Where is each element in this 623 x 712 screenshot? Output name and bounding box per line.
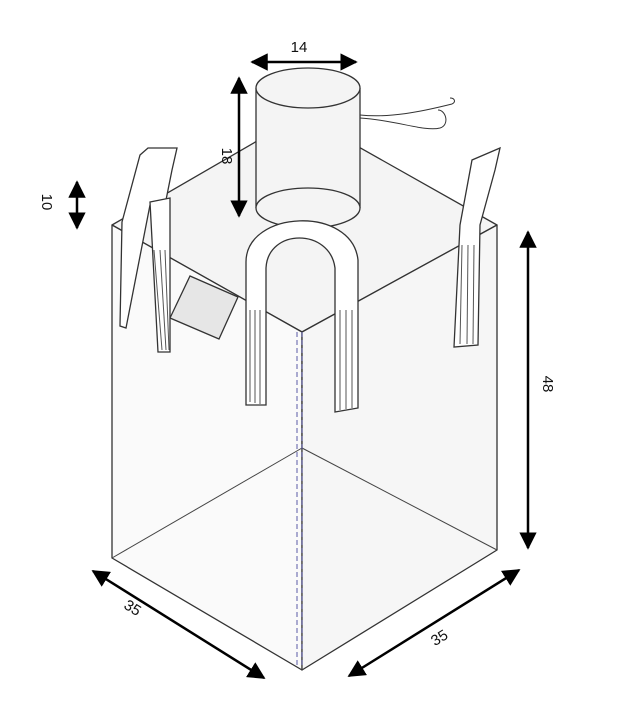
corner-seam xyxy=(296,332,303,668)
spout-height-label: 18 xyxy=(218,148,235,165)
bag-width-left-label: 35 xyxy=(121,597,144,620)
bag-height-label: 48 xyxy=(539,376,556,393)
bag-width-right-label: 35 xyxy=(428,627,451,650)
dimension-arrows xyxy=(68,53,537,680)
document-pouch xyxy=(169,275,239,340)
bag-width-left-arrow xyxy=(91,569,266,680)
lifting-loop-right xyxy=(453,146,501,348)
loop-height-label: 10 xyxy=(38,194,55,211)
spout-diameter-label: 14 xyxy=(291,39,308,56)
lifting-loop-left xyxy=(119,147,178,353)
lifting-loop-front xyxy=(245,220,359,413)
bag-width-right-arrow xyxy=(347,568,521,678)
